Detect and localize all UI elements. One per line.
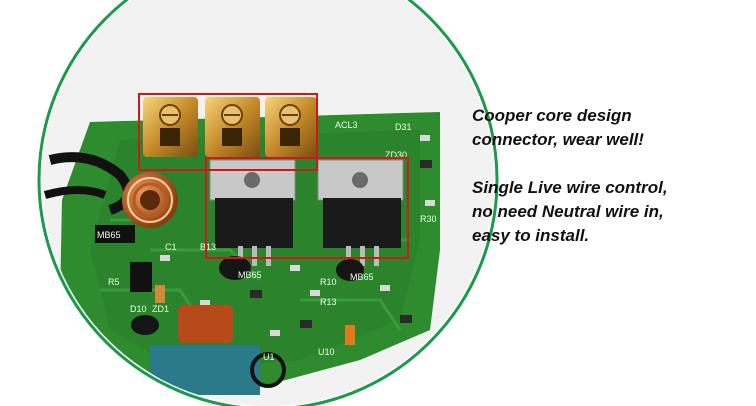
connector-highlight-box — [138, 93, 318, 171]
label-zd30: ZD30 — [385, 150, 407, 160]
label-mb65-a: MB65 — [97, 230, 121, 240]
caption-line: no need Neutral wire in, — [472, 202, 664, 221]
copper-coil-inductor — [122, 172, 178, 228]
label-u1: U1 — [263, 352, 275, 362]
label-c1: C1 — [165, 242, 177, 252]
label-acl: ACL3 — [335, 120, 358, 130]
label-mb65-b: MB65 — [238, 270, 262, 280]
label-r10: R10 — [320, 277, 337, 287]
caption-live-wire: Single Live wire control, no need Neutra… — [472, 176, 668, 248]
label-d31: D31 — [395, 122, 412, 132]
film-capacitor — [178, 305, 233, 343]
caption-line: Cooper core design — [472, 106, 632, 125]
label-d10: D10 — [130, 304, 147, 314]
transistor-highlight-box — [205, 157, 409, 259]
power-transistor-1 — [209, 159, 296, 266]
caption-connector: Cooper core design connector, wear well! — [472, 104, 644, 152]
label-r5: R5 — [108, 277, 120, 287]
label-zd: ZD1 — [152, 304, 169, 314]
label-mb65-c: MB65 — [350, 272, 374, 282]
caption-line: connector, wear well! — [472, 130, 644, 149]
brass-terminal-1 — [143, 97, 198, 157]
brass-terminal-3 — [265, 97, 317, 157]
label-b13: B13 — [200, 242, 216, 252]
label-r30: R30 — [420, 214, 437, 224]
caption-line: easy to install. — [472, 226, 590, 245]
caption-line: Single Live wire control, — [472, 178, 668, 197]
brass-terminal-2 — [205, 97, 260, 157]
label-r13: R13 — [320, 297, 337, 307]
label-u10: U10 — [318, 347, 335, 357]
power-transistor-2 — [317, 159, 404, 266]
